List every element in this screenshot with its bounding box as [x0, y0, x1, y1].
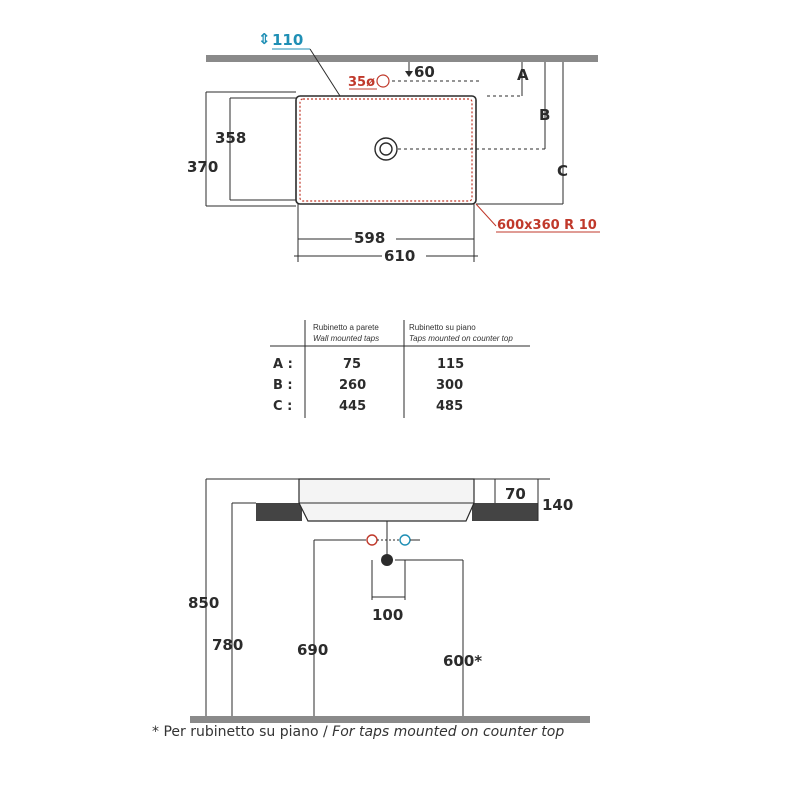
table-cell-counter: 485 — [436, 399, 463, 414]
cutout-leader — [475, 203, 497, 227]
drain-outer-icon — [374, 137, 398, 161]
table-row-label: C : — [273, 399, 292, 414]
inner-width-label: 598 — [354, 229, 385, 247]
side-view: 70 140 100 600* 690 780 850 — [188, 478, 590, 723]
cutout-outline — [299, 98, 473, 202]
rim-height-label: 70 — [505, 485, 526, 503]
basin-outline — [295, 95, 477, 205]
drain-inner-icon — [379, 142, 393, 156]
cold-tap-icon — [399, 534, 411, 546]
wall-arrow-icon: ⇕ — [258, 30, 271, 48]
tap-spacing-label: 100 — [372, 606, 403, 624]
height-780-label: 780 — [212, 636, 243, 654]
wall-bar-top — [206, 55, 598, 62]
table-col1-title: Rubinetto a parete — [313, 323, 379, 332]
outer-depth-label: 370 — [187, 158, 218, 176]
table-row-label: B : — [273, 378, 293, 393]
wall-leader-line — [309, 48, 341, 97]
counter-slab-right — [472, 503, 538, 521]
table-cell-counter: 115 — [437, 357, 464, 372]
table-col2-title: Rubinetto su piano — [409, 323, 476, 332]
wall-thickness-label: 110 — [272, 31, 303, 49]
label-b: B — [539, 106, 550, 124]
label-c: C — [557, 162, 568, 180]
table-col2-subtitle: Taps mounted on counter top — [409, 334, 513, 343]
tap-hole-diameter-label: 35ø — [348, 75, 375, 90]
total-height-label: 140 — [542, 496, 573, 514]
table-cell-wall: 445 — [339, 399, 366, 414]
footnote-italic: For taps mounted on counter top — [332, 724, 564, 740]
footnote: * Per rubinetto su piano / For taps moun… — [152, 724, 564, 740]
counter-slab-left — [256, 503, 302, 521]
height-690-label: 690 — [297, 641, 328, 659]
waste-icon — [381, 554, 393, 566]
label-a: A — [517, 66, 529, 84]
cutout-label: 600x360 R 10 — [497, 218, 597, 233]
height-600-label: 600* — [443, 652, 482, 670]
inner-depth-label: 358 — [215, 129, 246, 147]
table-cell-wall: 260 — [339, 378, 366, 393]
table-cell-wall: 75 — [343, 357, 361, 372]
hot-tap-icon — [366, 534, 378, 546]
footnote-prefix: * Per rubinetto su piano / — [152, 724, 332, 740]
top-view: ⇕ 110 35ø 60 A B C 358 — [187, 30, 600, 265]
dim-60-arrow — [405, 71, 413, 77]
tap-table: Rubinetto a parete Wall mounted taps Rub… — [270, 320, 530, 418]
tap-hole-icon — [376, 74, 390, 88]
dim-598-bg — [352, 229, 396, 247]
height-850-label: 850 — [188, 594, 219, 612]
table-col1-subtitle: Wall mounted taps — [313, 334, 379, 343]
hole-offset-label: 60 — [414, 63, 435, 81]
outer-width-label: 610 — [384, 247, 415, 265]
table-cell-counter: 300 — [436, 378, 463, 393]
table-row-label: A : — [273, 357, 293, 372]
basin-body — [298, 478, 475, 522]
dim-610-bg — [382, 246, 426, 264]
floor-bar — [190, 716, 590, 723]
